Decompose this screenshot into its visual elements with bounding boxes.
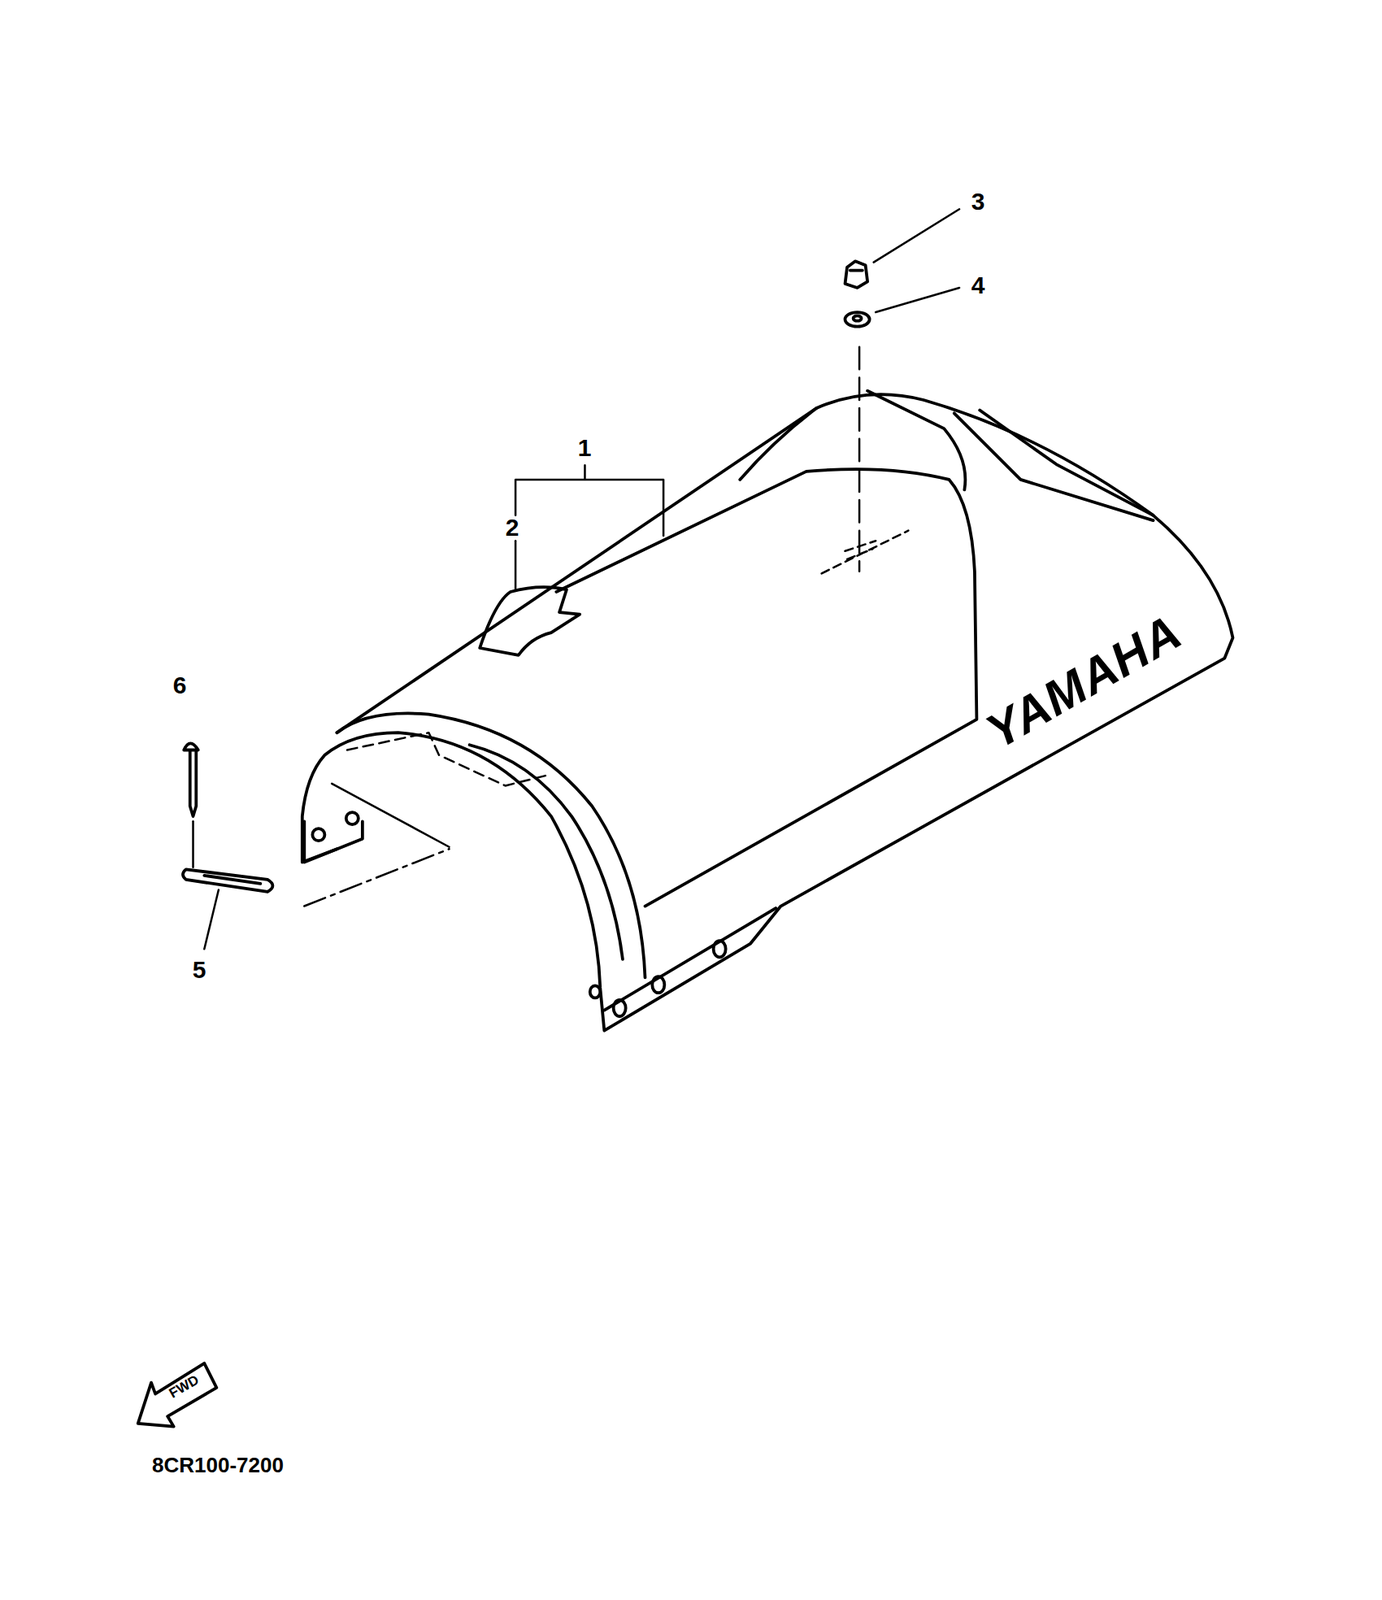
- part-code: 8CR100-7200: [152, 1454, 284, 1476]
- leader-bracket: [515, 465, 664, 536]
- fwd-arrow: [138, 1363, 218, 1427]
- seat-hump-top: [867, 391, 965, 491]
- nut-axis: [858, 347, 861, 572]
- screw-axis: [191, 821, 195, 867]
- handle-strap: [479, 586, 580, 656]
- callout-number: 5: [192, 957, 207, 983]
- callout-number: 6: [173, 673, 187, 698]
- front-plate: [304, 821, 363, 862]
- seat-arch: [336, 712, 645, 978]
- front-dashed: [347, 732, 547, 786]
- nut: [845, 260, 869, 288]
- brand-logo: YAMAHA: [977, 607, 1189, 757]
- callout-number: 4: [971, 273, 986, 298]
- leader-line: [873, 208, 960, 262]
- seat-cushion: [556, 469, 977, 906]
- screw: [183, 743, 199, 817]
- callout-number: 1: [578, 435, 592, 461]
- stud-mark: [821, 530, 909, 574]
- seat-arch-inner: [469, 744, 623, 960]
- strap-axis: [304, 848, 449, 906]
- seat-hump-stripe: [954, 412, 1154, 521]
- washer: [845, 312, 870, 327]
- leader-line: [514, 540, 518, 589]
- callout-number: 3: [971, 189, 986, 214]
- leader-line: [875, 287, 960, 313]
- seat-hump: [739, 408, 817, 480]
- seat-hump-stripe2: [979, 410, 1153, 516]
- leader-line: [204, 889, 219, 949]
- seat-body: [302, 394, 1234, 1030]
- callout-number: 2: [505, 515, 520, 540]
- seat-flange: [604, 908, 776, 1011]
- strap-plate: [182, 869, 273, 892]
- front-recess: [331, 783, 449, 848]
